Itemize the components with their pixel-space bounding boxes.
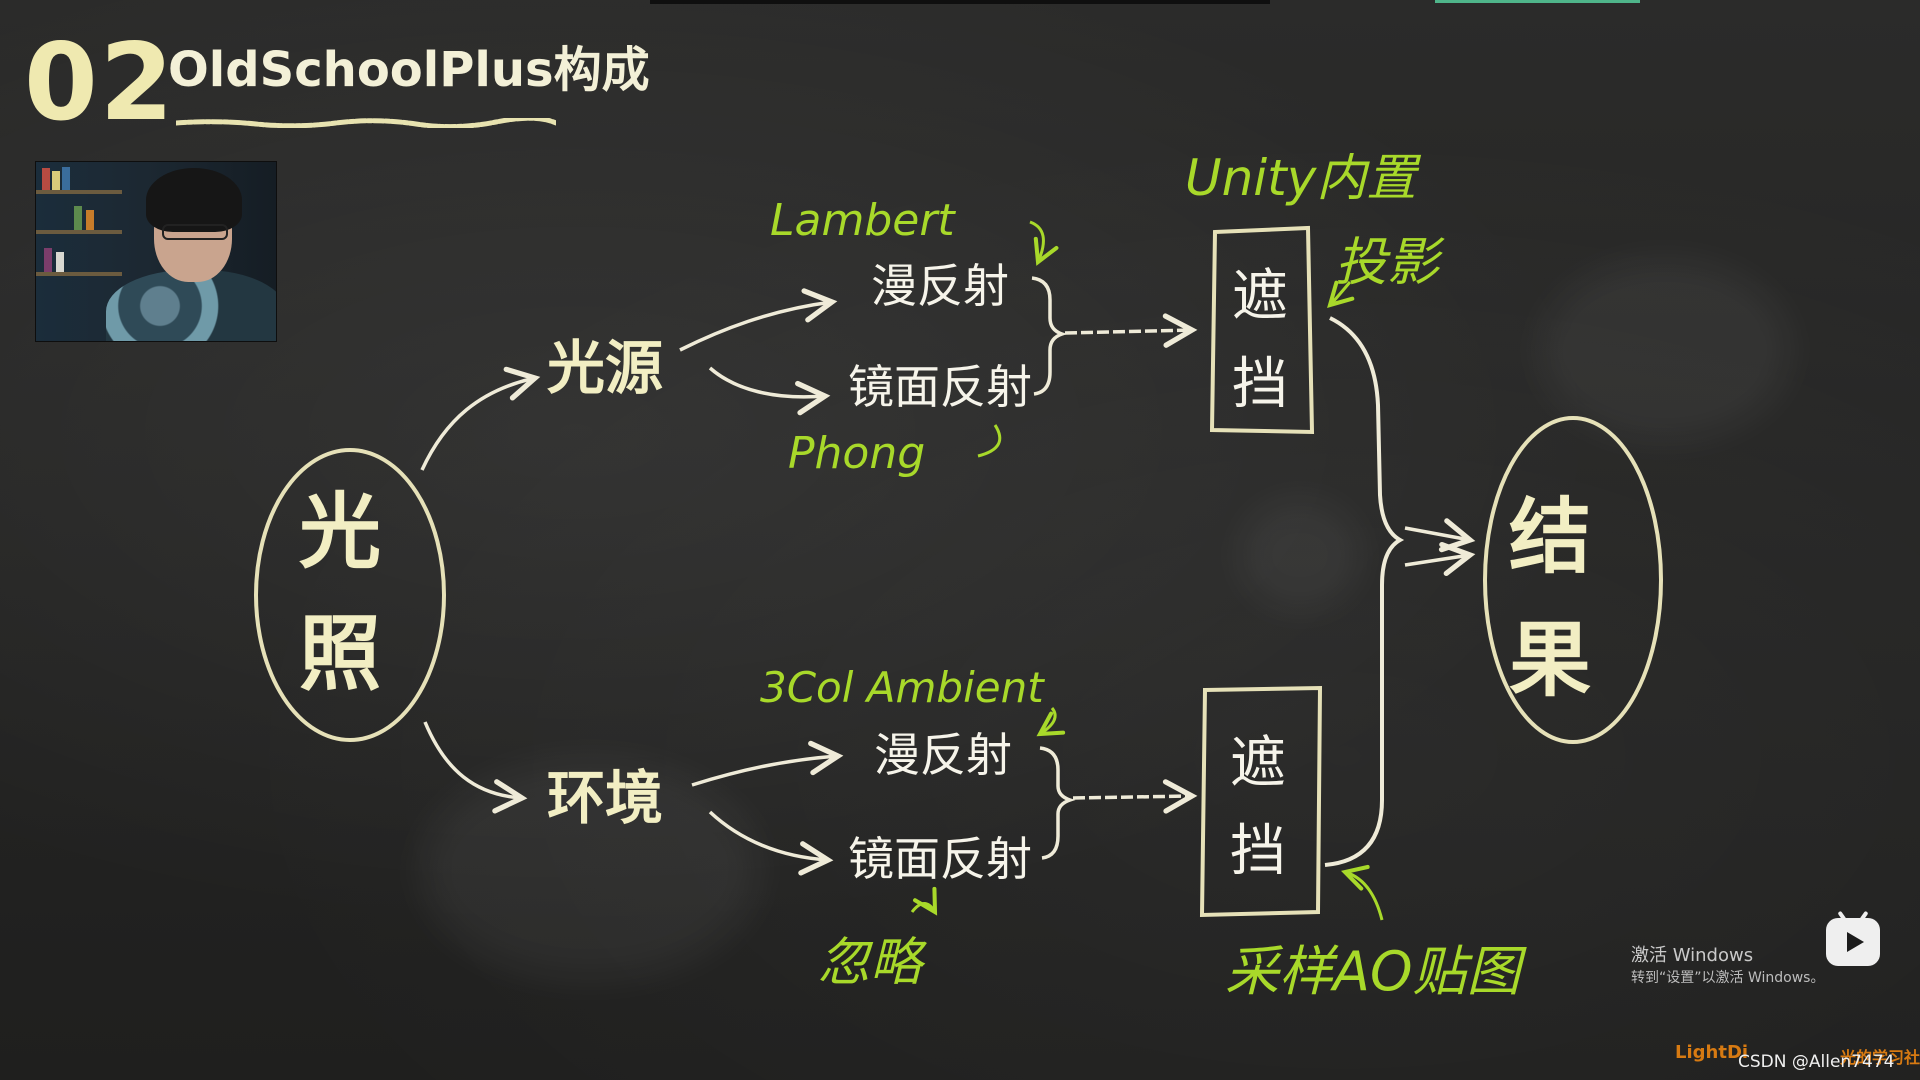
occlusion-top-char-1: 遮 (1232, 264, 1288, 329)
csdn-watermark: CSDN @Allen7474 (1738, 1052, 1894, 1072)
env-brace (1040, 748, 1070, 858)
light-specular-node: 镜面反射 (848, 360, 1032, 414)
occlusion-bottom-char-1: 遮 (1230, 731, 1286, 796)
env-diffuse-node: 漫反射 (874, 728, 1012, 782)
arrow-to-env-diffuse (692, 756, 838, 785)
arrow-to-light-source (422, 378, 535, 470)
ignore-note: 忽略 (818, 933, 927, 993)
arrow-to-light-diffuse (680, 302, 832, 350)
phong-note: Phong (788, 428, 925, 479)
root-node-char-1: 光 (299, 485, 381, 580)
light-diffuse-node: 漫反射 (871, 259, 1009, 313)
arrow-to-light-specular (710, 368, 825, 397)
arrow-to-occlusion-bottom (1073, 796, 1192, 798)
root-node-char-2: 照 (299, 607, 381, 702)
ignore-pointer (912, 904, 935, 913)
phong-pointer (978, 425, 1000, 456)
occlusion-bottom-char-2: 挡 (1230, 819, 1286, 884)
light-source-node: 光源 (547, 334, 663, 402)
merge-brace (1325, 318, 1400, 865)
unity-builtin-note: Unity内置 (1185, 149, 1421, 207)
light-brace (1032, 278, 1062, 394)
result-char-1: 结 (1509, 490, 1591, 585)
arrow-to-occlusion-top (1065, 330, 1192, 333)
arrow-to-result-1 (1405, 528, 1470, 540)
ao-pointer (1345, 872, 1382, 920)
bilibili-play-icon[interactable] (1826, 918, 1880, 966)
play-triangle-icon (1847, 932, 1864, 952)
env-specular-node: 镜面反射 (848, 832, 1032, 886)
activation-subtitle: 转到“设置”以激活 Windows。 (1631, 968, 1824, 988)
lambert-pointer (1030, 222, 1043, 262)
arrow-to-result-2 (1405, 555, 1470, 565)
arrow-to-env-specular (710, 812, 828, 860)
arrow-to-environment (425, 722, 522, 798)
three-col-ambient-note: 3Col Ambient (760, 663, 1045, 712)
sample-ao-note: 采样AO贴图 (1225, 940, 1527, 1003)
occlusion-top-char-2: 挡 (1232, 352, 1288, 417)
environment-node: 环境 (547, 764, 663, 832)
windows-activation-notice: 激活 Windows 转到“设置”以激活 Windows。 (1631, 944, 1824, 988)
result-char-2: 果 (1509, 613, 1591, 708)
lambert-note: Lambert (770, 195, 956, 246)
activation-title: 激活 Windows (1631, 944, 1824, 968)
shadow-note: 投影 (1335, 233, 1445, 293)
